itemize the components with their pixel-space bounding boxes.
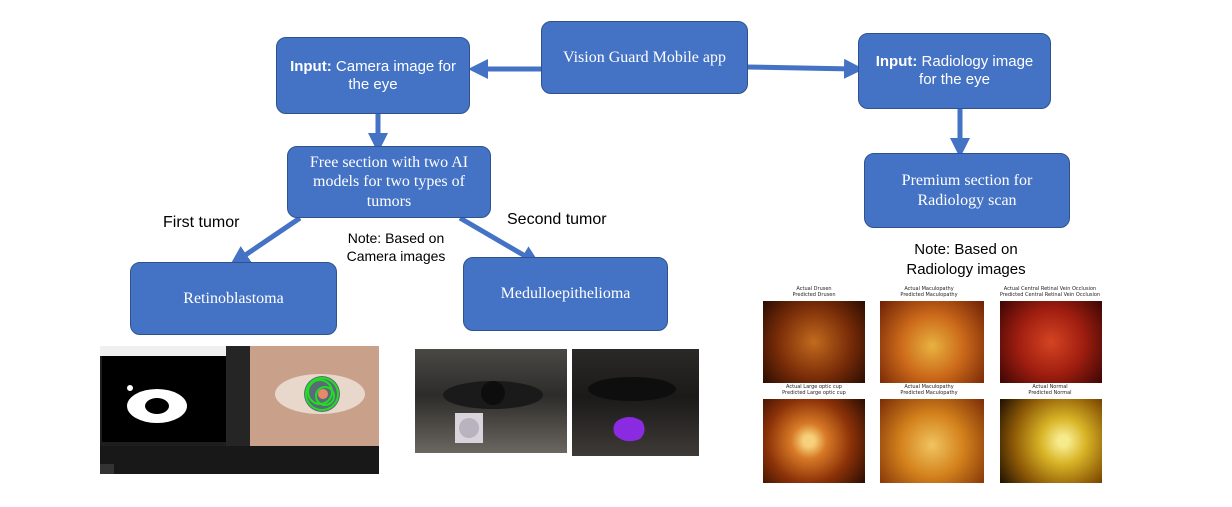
- camera-input-box: Input: Camera image for the eye: [276, 37, 470, 114]
- medulloepithelioma-image-1: [415, 349, 567, 453]
- fundus-image-normal: [1000, 399, 1102, 483]
- fundus-image-drusen: [763, 301, 865, 383]
- retinoblastoma-label: Retinoblastoma: [183, 289, 284, 307]
- eye-detection-image: [275, 374, 365, 414]
- camera-input-text: Camera image for the eye: [335, 57, 456, 93]
- eye-mask-image: [127, 385, 187, 423]
- radiology-note: Note: Based on Radiology images: [906, 241, 1026, 279]
- camera-input-prefix: Input:: [290, 57, 332, 75]
- app-title: Vision Guard Mobile app: [562, 48, 726, 66]
- fundus-image-large-optic-cup: [763, 399, 865, 483]
- free-section-text: Free section with two AI models for two …: [309, 154, 469, 210]
- app-box: Vision Guard Mobile app: [541, 21, 748, 94]
- first-tumor-label: First tumor: [163, 214, 240, 231]
- fundus-image-maculopathy-2: [880, 399, 984, 483]
- radiology-input-text: Radiology image for the eye: [919, 53, 1034, 88]
- arrow-free-to-second: [458, 215, 541, 266]
- radiology-input-box: Input: Radiology image for the eye: [858, 33, 1051, 109]
- fundus-image-maculopathy-1: [880, 301, 984, 383]
- medulloepithelioma-box: Medulloepithelioma: [463, 257, 668, 331]
- second-tumor-label: Second tumor: [507, 211, 607, 228]
- arrow-free-to-first: [229, 215, 302, 266]
- medulloepithelioma-label: Medulloepithelioma: [500, 285, 631, 303]
- fundus-image-crvo: [1000, 301, 1102, 383]
- arrow-app-to-radiology: [746, 58, 864, 79]
- radiology-input-prefix: Input:: [875, 53, 918, 70]
- medulloepithelioma-image-2: [572, 349, 699, 456]
- free-section-box: Free section with two AI models for two …: [287, 146, 491, 218]
- retinoblastoma-box: Retinoblastoma: [130, 262, 337, 335]
- camera-note: Note: Based on Camera images: [346, 230, 446, 265]
- retinoblastoma-screenshot: [100, 346, 379, 474]
- premium-section-text: Premium section for Radiology scan: [901, 172, 1033, 209]
- premium-section-box: Premium section for Radiology scan: [864, 153, 1070, 228]
